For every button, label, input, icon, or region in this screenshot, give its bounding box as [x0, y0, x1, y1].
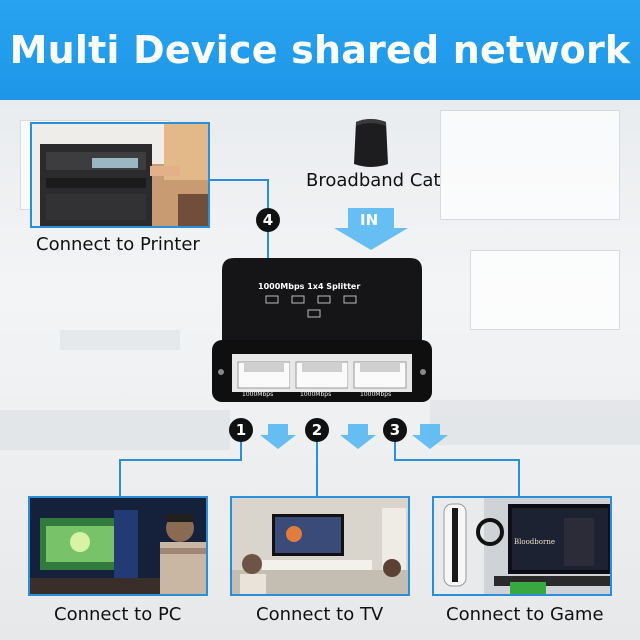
page-title: Multi Device shared network	[9, 28, 631, 72]
tv-caption: Connect to TV	[256, 604, 384, 625]
in-label: IN	[360, 211, 379, 229]
splitter-title: 1000Mbps 1x4 Splitter	[258, 282, 361, 291]
in-arrow	[334, 208, 408, 250]
modem-icon	[350, 116, 392, 177]
printer-photo	[30, 122, 210, 228]
header-banner: Multi Device shared network	[0, 0, 640, 100]
port-1-badge: 1	[229, 418, 253, 442]
pc-photo	[28, 496, 208, 596]
port-2-badge: 2	[305, 418, 329, 442]
port-2-speed: 1000Mbps	[300, 391, 332, 398]
port-3-badge: 3	[383, 418, 407, 442]
tv-photo	[230, 496, 410, 596]
printer-caption: Connect to Printer	[36, 234, 200, 255]
port-4-badge: 4	[256, 208, 280, 232]
port-3-speed: 1000Mbps	[360, 391, 392, 398]
port-1-speed: 1000Mbps	[242, 391, 274, 398]
game-screen-title: Bloodborne	[514, 538, 555, 546]
game-photo: Bloodborne	[432, 496, 612, 596]
pc-caption: Connect to PC	[54, 604, 182, 625]
game-caption: Connect to Game	[446, 604, 604, 625]
splitter-device: 1000Mbps 1x4 Splitter	[210, 254, 434, 404]
modem-caption: Broadband Cat	[306, 170, 441, 191]
